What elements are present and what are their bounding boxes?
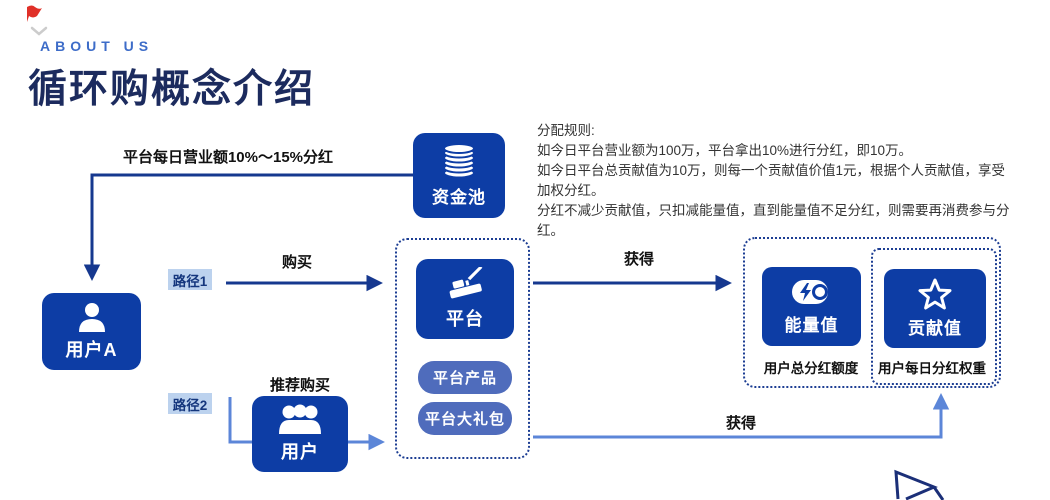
- edge-label-referral-buy: 推荐购买: [269, 377, 330, 394]
- node-users: 用户: [252, 396, 348, 472]
- node-platform: 平台: [416, 259, 514, 339]
- node-label: 用户A: [65, 339, 118, 360]
- person-icon: [78, 302, 105, 332]
- star-icon: [918, 278, 952, 310]
- node-contribution-value: 贡献值: [884, 269, 986, 348]
- edge-label-dividend: 平台每日营业额10%～15%分红: [122, 149, 334, 166]
- contribution-subgroup: 贡献值: [871, 248, 997, 385]
- ship-icon: [449, 267, 483, 299]
- battery-icon: [791, 280, 828, 304]
- node-label: 贡献值: [908, 319, 962, 338]
- cursor-icon: [894, 469, 945, 500]
- node-label: 能量值: [784, 316, 839, 335]
- chevron-down-icon[interactable]: [30, 26, 48, 36]
- rules-line: 分配规则:: [537, 123, 595, 138]
- edge-gain-bottom-arrow: [533, 393, 950, 439]
- node-label: 资金池: [432, 188, 486, 207]
- edge-label-gain-top: 获得: [623, 251, 654, 268]
- group-icon: [279, 404, 321, 434]
- node-label: 平台: [446, 309, 484, 329]
- badge-path2: 路径2: [168, 393, 212, 414]
- edge-path2-connector: [228, 397, 252, 444]
- node-fund-pool: 资金池: [413, 133, 505, 218]
- rules-line: 如今日平台营业额为100万，平台拿出10%进行分红，即10万。: [537, 143, 913, 158]
- badge-path1: 路径1: [168, 269, 212, 290]
- edge-dividend-line: [83, 173, 413, 281]
- node-user-a: 用户A: [42, 293, 141, 370]
- platform-group: 平台 平台产品 平台大礼包: [395, 238, 530, 459]
- edge-label-gain-bottom: 获得: [725, 415, 756, 432]
- node-platform-gift-pack: 平台大礼包: [418, 402, 512, 435]
- page-title: 循环购概念介绍: [28, 68, 316, 111]
- caption-contribution: 用户每日分红权重: [878, 361, 986, 376]
- node-energy-value: 能量值: [762, 267, 861, 346]
- coins-icon: [443, 143, 475, 179]
- red-flag-icon: [27, 5, 42, 22]
- section-eyebrow: ABOUT US: [40, 38, 154, 54]
- node-label: 用户: [281, 442, 319, 462]
- rules-line: 分红不减少贡献值，只扣减能量值，直到能量值不足分红，则需要再消费参与分红。: [537, 203, 1010, 238]
- edge-label-buy: 购买: [281, 254, 312, 271]
- rules-line: 如今日平台总贡献值为10万，则每一个贡献值价值1元，根据个人贡献值，享受加权分红…: [537, 163, 1006, 198]
- rules-block: 分配规则: 如今日平台营业额为100万，平台拿出10%进行分红，即10万。 如今…: [537, 121, 1017, 241]
- node-platform-product: 平台产品: [418, 361, 512, 394]
- caption-energy: 用户总分红额度: [763, 361, 859, 376]
- reward-group: 能量值 贡献值: [743, 237, 1001, 388]
